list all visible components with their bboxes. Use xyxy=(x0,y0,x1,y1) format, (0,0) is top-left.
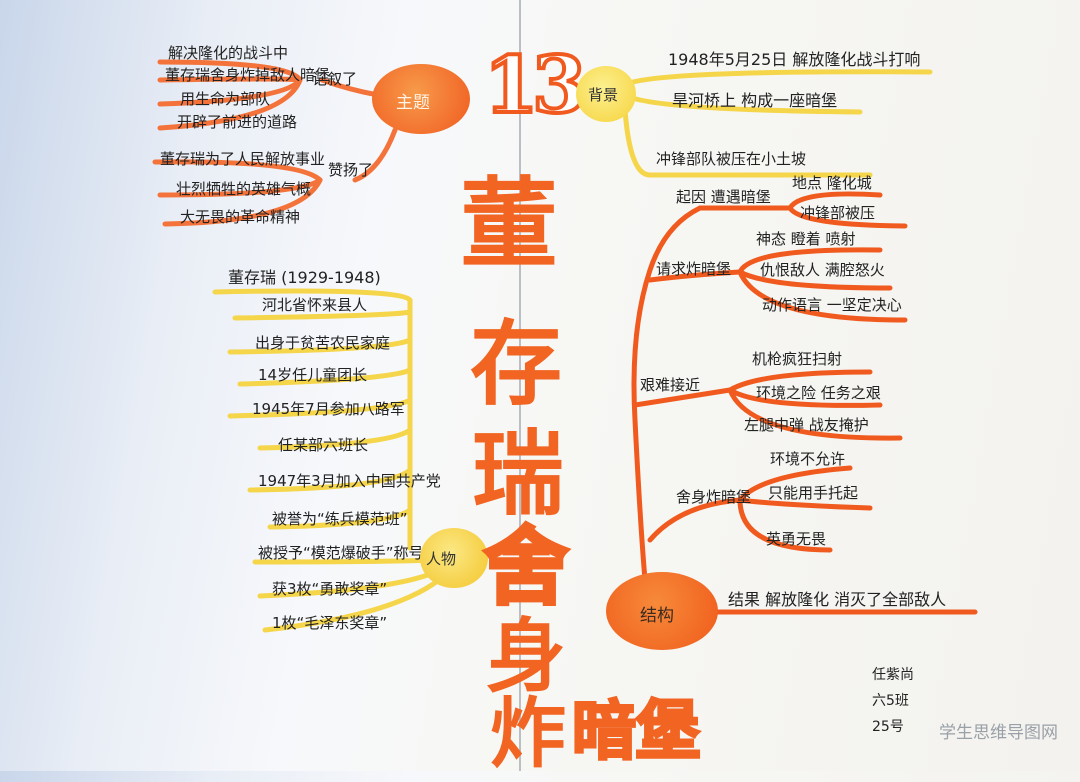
watermark: 学生思维导图网 xyxy=(939,723,1058,743)
approach-leaf: 机枪疯狂扫射 xyxy=(752,350,843,368)
bomb-leaf: 环境不允许 xyxy=(770,450,846,468)
person-item: 被誉为“练兵模范班” xyxy=(272,510,408,528)
request-leaf: 仇恨敌人 满腔怒火 xyxy=(760,261,885,279)
background-node-label: 背景 xyxy=(588,86,619,104)
praise-item: 董存瑞为了人民解放事业 xyxy=(160,150,326,168)
signature-class: 六5班 xyxy=(872,693,909,709)
cause-leaf: 地点 隆化城 xyxy=(792,174,872,192)
title-char: 存 xyxy=(470,310,563,418)
request-label: 请求炸暗堡 xyxy=(656,260,732,278)
bomb-leaf: 英勇无畏 xyxy=(766,530,827,548)
title-sub: 暗堡 xyxy=(571,693,702,771)
person-item: 出身于贫苦农民家庭 xyxy=(255,334,391,352)
person-node xyxy=(420,528,488,588)
person-item: 1947年3月加入中国共产党 xyxy=(258,472,441,490)
notebook-spine xyxy=(519,0,521,771)
approach-label: 艰难接近 xyxy=(640,376,701,394)
cause-label: 起因 遭遇暗堡 xyxy=(676,188,771,206)
bomb-label: 舍身炸暗堡 xyxy=(676,488,752,506)
approach-leaf: 环境之险 任务之艰 xyxy=(756,384,881,402)
person-item: 任某部六班长 xyxy=(278,436,369,454)
commemorate-item: 解决隆化的战斗中 xyxy=(168,44,289,62)
title-char: 瑞 xyxy=(472,420,565,528)
praise-label: 赞扬了 xyxy=(328,161,374,179)
structure-node xyxy=(606,572,718,650)
person-item: 1945年7月参加八路军 xyxy=(252,400,405,418)
person-item: 1枚“毛泽东奖章” xyxy=(272,614,388,632)
lesson-number: 13 xyxy=(482,38,589,133)
title-char: 董 xyxy=(460,167,559,282)
signature-number: 25号 xyxy=(872,719,904,735)
person-item: 被授予“模范爆破手”称号 xyxy=(258,544,424,562)
background-node xyxy=(576,66,636,122)
approach-leaf: 左腿中弹 战友掩护 xyxy=(744,416,869,434)
request-leaf: 神态 瞪着 喷射 xyxy=(756,230,856,248)
background-item: 旱河桥上 构成一座暗堡 xyxy=(672,91,838,110)
bomb-leaf: 只能用手托起 xyxy=(768,484,859,502)
theme-node xyxy=(372,64,470,134)
person-item: 14岁任儿童团长 xyxy=(258,366,368,384)
signature-name: 任紫尚 xyxy=(872,667,914,683)
person-name: 董存瑞 (1929-1948) xyxy=(228,268,381,287)
praise-item: 大无畏的革命精神 xyxy=(180,208,301,226)
person-item: 河北省怀来县人 xyxy=(262,296,368,314)
person-node-label: 人物 xyxy=(426,550,457,568)
commemorate-item: 董存瑞舍身炸掉敌人暗堡 xyxy=(165,66,331,84)
title-char: 舍 xyxy=(482,515,570,618)
commemorate-item: 开辟了前进的道路 xyxy=(177,113,298,131)
title-char: 炸 xyxy=(490,689,566,778)
theme-node-label: 主题 xyxy=(396,93,430,113)
title-char: 身 xyxy=(486,609,566,703)
cause-leaf: 冲锋部被压 xyxy=(800,204,876,222)
commemorate-item: 用生命为部队 xyxy=(180,90,271,108)
background-item: 1948年5月25日 解放隆化战斗打响 xyxy=(668,50,921,69)
person-item: 获3枚“勇敢奖章” xyxy=(272,580,388,598)
result-text: 结果 解放隆化 消灭了全部敌人 xyxy=(728,590,947,609)
background-item: 冲锋部队被压在小土坡 xyxy=(656,150,807,168)
request-leaf: 动作语言 一坚定决心 xyxy=(762,296,902,314)
structure-node-label: 结构 xyxy=(640,606,674,626)
commemorate-label: 记叙了 xyxy=(312,70,358,88)
praise-item: 壮烈牺牲的英雄气概 xyxy=(176,180,312,198)
